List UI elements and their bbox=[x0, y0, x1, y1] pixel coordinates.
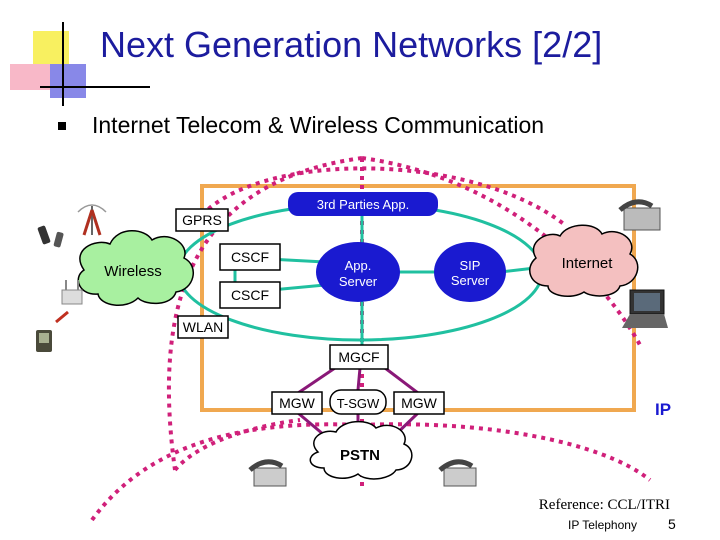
cscf-bottom-box bbox=[219, 281, 281, 309]
ip-label: IP bbox=[655, 400, 671, 419]
link-mgcf-mgw-left bbox=[297, 366, 336, 395]
cscf-top-box bbox=[219, 243, 281, 271]
mgw-right-label: MGW bbox=[401, 395, 438, 411]
sip-server-node bbox=[434, 242, 506, 302]
sip-server-label-2: Server bbox=[451, 273, 490, 288]
ring-bottom-left bbox=[90, 422, 363, 522]
ring-right bbox=[361, 156, 642, 346]
app-server-label-1: App. bbox=[345, 258, 372, 273]
gprs-label: GPRS bbox=[182, 212, 222, 228]
pstn-label: PSTN bbox=[340, 447, 380, 464]
slide-title: Next Generation Networks [2/2] bbox=[100, 24, 603, 65]
bullet-marker bbox=[58, 122, 66, 130]
desk-phone-icon bbox=[438, 459, 477, 487]
access-point-icon bbox=[61, 280, 83, 305]
laptop-icon bbox=[622, 289, 668, 328]
third-party-label: 3rd Parties App. bbox=[317, 197, 410, 212]
title-accent-blue bbox=[50, 64, 86, 98]
bullet-text: Internet Telecom & Wireless Communicatio… bbox=[92, 112, 545, 138]
wireless-label: Wireless bbox=[104, 263, 162, 280]
cell-phone-icon bbox=[37, 225, 51, 245]
mgw-left-label: MGW bbox=[279, 395, 316, 411]
desk-phone-icon bbox=[248, 459, 287, 487]
footer-label: IP Telephony bbox=[568, 518, 637, 532]
mgw-right-box bbox=[393, 391, 445, 415]
cell-phone-icon bbox=[53, 231, 64, 248]
page-number: 5 bbox=[668, 516, 676, 532]
ring-top bbox=[194, 166, 567, 227]
mgw-left-box bbox=[271, 391, 323, 415]
antenna-tower-icon bbox=[77, 204, 107, 236]
app-server-node bbox=[316, 242, 400, 302]
link-mgcf-tsgw bbox=[356, 367, 362, 391]
pda-icon bbox=[36, 310, 69, 352]
wireless-cloud bbox=[77, 230, 194, 306]
sip-server-label-1: SIP bbox=[460, 258, 481, 273]
title-accent-vline bbox=[62, 22, 64, 106]
internet-label: Internet bbox=[562, 255, 614, 272]
internet-cloud bbox=[529, 224, 639, 298]
app-server-label-2: Server bbox=[339, 274, 378, 289]
tsgw-box bbox=[329, 389, 387, 415]
pstn-cloud bbox=[309, 420, 413, 480]
mgcf-box bbox=[329, 344, 389, 370]
wlan-box bbox=[177, 315, 229, 339]
link-mgcf-mgw-right bbox=[384, 366, 419, 395]
cscf-top-label: CSCF bbox=[231, 249, 269, 265]
title-accent-hline bbox=[40, 86, 150, 88]
title-accent-pink bbox=[10, 64, 52, 90]
third-party-box bbox=[288, 192, 438, 216]
cscf-bottom-label: CSCF bbox=[231, 287, 269, 303]
reference-note: Reference: CCL/ITRI bbox=[538, 497, 670, 513]
desk-phone-icon bbox=[618, 199, 661, 231]
mgcf-label: MGCF bbox=[338, 349, 379, 365]
wlan-label: WLAN bbox=[183, 319, 223, 335]
tsgw-label: T-SGW bbox=[337, 396, 380, 411]
gprs-box bbox=[175, 208, 229, 232]
